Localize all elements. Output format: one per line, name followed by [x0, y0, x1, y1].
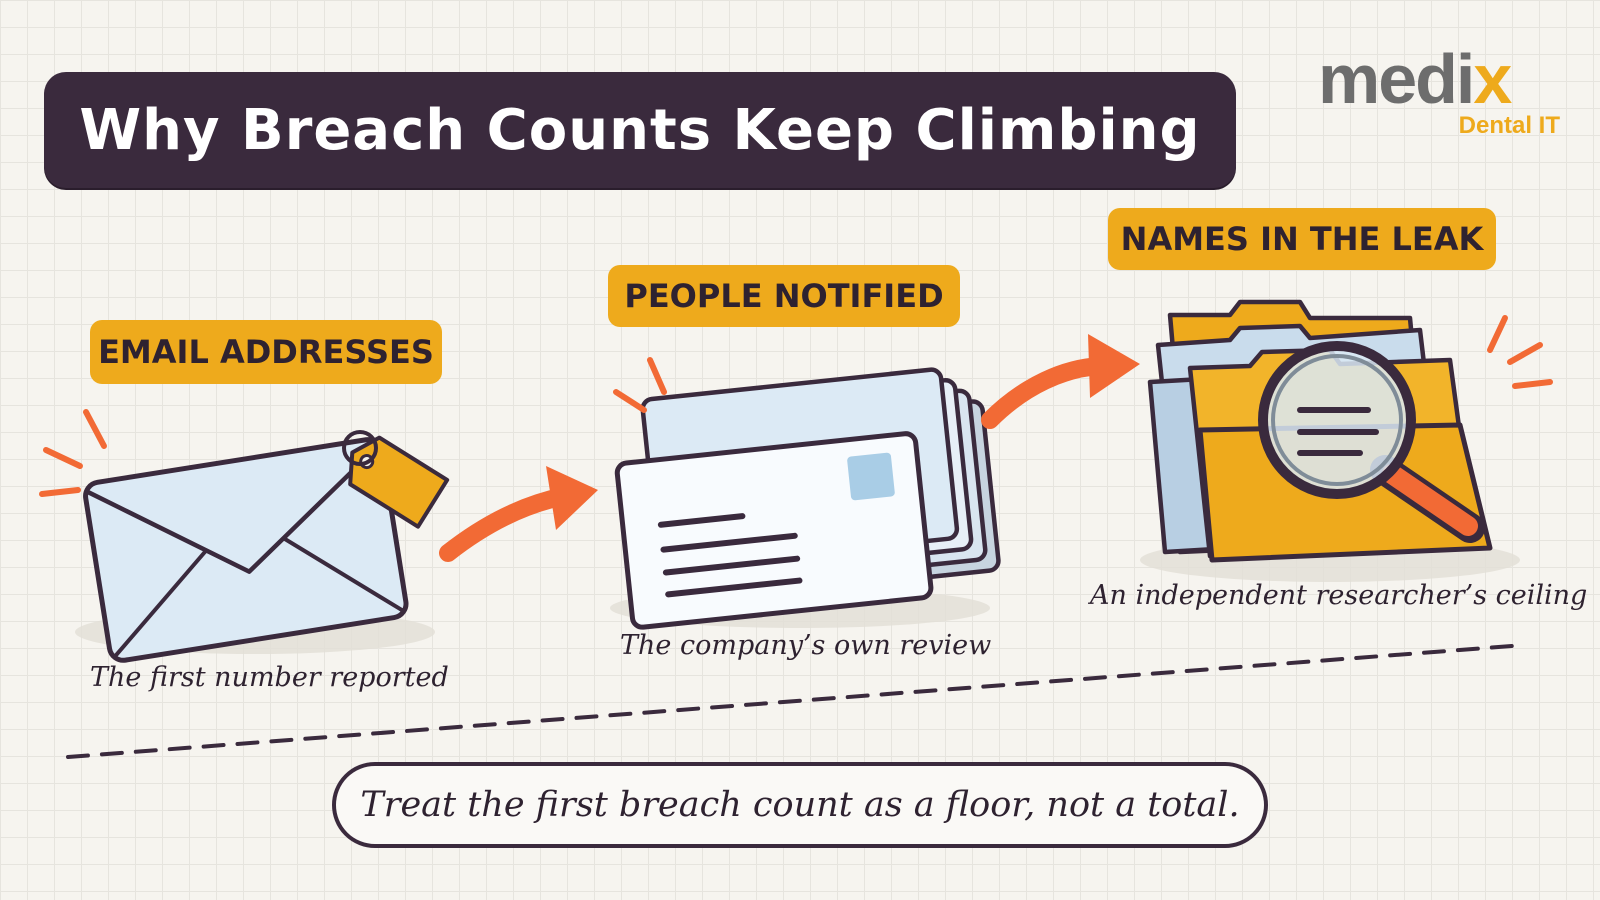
stage-caption-2: The company’s own review	[620, 630, 992, 661]
medix-logo: medix Dental IT	[1318, 44, 1568, 144]
envelope-stack-icon	[610, 357, 1001, 630]
logo-word-main: medi	[1318, 40, 1475, 118]
stage-caption-3: An independent researcher’s ceiling	[1090, 580, 1588, 611]
stage-label-text: EMAIL ADDRESSES	[98, 333, 434, 371]
stage-label-people-notified: PEOPLE NOTIFIED	[608, 265, 960, 327]
stage-label-email-addresses: EMAIL ADDRESSES	[90, 320, 442, 384]
takeaway-box: Treat the first breach count as a floor,…	[332, 762, 1268, 848]
title-banner: Why Breach Counts Keep Climbing	[44, 72, 1236, 188]
takeaway-text: Treat the first breach count as a floor,…	[360, 785, 1240, 825]
burst-marks	[1487, 315, 1553, 389]
trend-dashed-line	[66, 643, 1527, 759]
logo-wordmark: medix	[1318, 44, 1512, 114]
arrow-1	[439, 466, 598, 562]
stage-label-names-in-the-leak: NAMES IN THE LEAK	[1108, 208, 1496, 270]
folder-magnifier-icon	[1140, 299, 1553, 582]
logo-word-accent: x	[1473, 40, 1512, 118]
stage-caption-1: The first number reported	[90, 662, 449, 693]
burst-marks	[39, 409, 107, 497]
logo-sub-accent: IT	[1538, 112, 1560, 139]
logo-subtitle: Dental IT	[1459, 112, 1560, 140]
page-title: Why Breach Counts Keep Climbing	[79, 97, 1201, 163]
arrow-2	[981, 334, 1140, 429]
logo-sub-main: Dental	[1458, 112, 1539, 139]
stage-label-text: PEOPLE NOTIFIED	[624, 277, 944, 315]
envelope-icon	[39, 409, 450, 663]
burst-marks	[613, 357, 667, 413]
stage-label-text: NAMES IN THE LEAK	[1120, 220, 1484, 258]
